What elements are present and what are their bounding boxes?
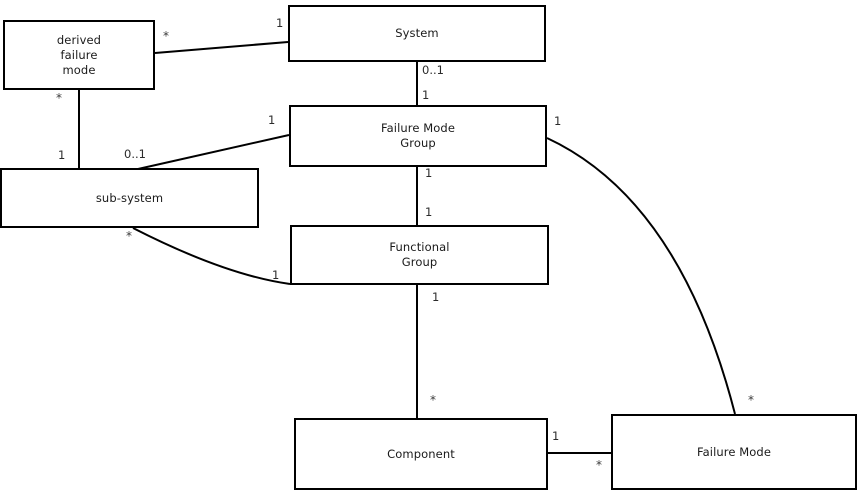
multiplicity-m-component-fm-dst: * [596,458,602,472]
class-name-failure-mode: Failure Mode [696,444,772,459]
multiplicity-m-fmg-fm-src: 1 [554,114,562,128]
class-name-component: Component [387,446,455,461]
class-box-failure-mode-group[interactable]: Failure Mode Group [289,105,547,167]
multiplicity-m-fmg-fg-src: 1 [425,166,433,180]
class-box-functional-group[interactable]: Functional Group [290,225,549,285]
edge-sub-system--functional-group [132,227,291,285]
multiplicity-m-subsystem-fmg-src: 0..1 [124,147,146,161]
multiplicity-m-system-fmg-dst: 1 [422,88,430,102]
class-name-failure-mode-group: Failure Mode Group [380,121,456,150]
multiplicity-m-fg-component-dst: * [430,393,436,407]
class-name-functional-group: Functional Group [389,240,450,269]
multiplicity-m-subsystem-fg-dst: 1 [272,268,280,282]
edge-failure-mode-group--failure-mode [546,137,736,415]
multiplicity-m-dfm-system-src: * [163,29,169,43]
multiplicity-m-fg-component-src: 1 [432,290,440,304]
multiplicity-m-subsystem-fmg-dst: 1 [268,113,276,127]
class-name-system: System [395,26,439,40]
multiplicity-m-subsystem-fg-src: * [126,229,132,243]
class-box-derived-failure-mode[interactable]: derived failure mode [3,20,155,90]
class-name-sub-system: sub-system [95,190,164,205]
multiplicity-m-dfm-subsystem-src: * [56,91,62,105]
class-box-component[interactable]: Component [294,418,548,490]
multiplicity-m-component-fm-src: 1 [552,429,560,443]
class-box-failure-mode[interactable]: Failure Mode [611,414,857,490]
multiplicity-m-system-fmg-src: 0..1 [422,63,444,77]
class-box-sub-system[interactable]: sub-system [0,168,259,228]
class-name-derived-failure-mode: derived failure mode [56,32,102,77]
multiplicity-m-dfm-system-dst: 1 [276,16,284,30]
multiplicity-m-fmg-fm-dst: * [748,393,754,407]
multiplicity-m-fmg-fg-dst: 1 [425,205,433,219]
class-box-system[interactable]: System [288,5,546,62]
edge-sub-system--failure-mode-group [137,134,290,170]
edge-derived-failure-mode--system [154,41,289,54]
multiplicity-m-dfm-subsystem-dst: 1 [58,148,66,162]
